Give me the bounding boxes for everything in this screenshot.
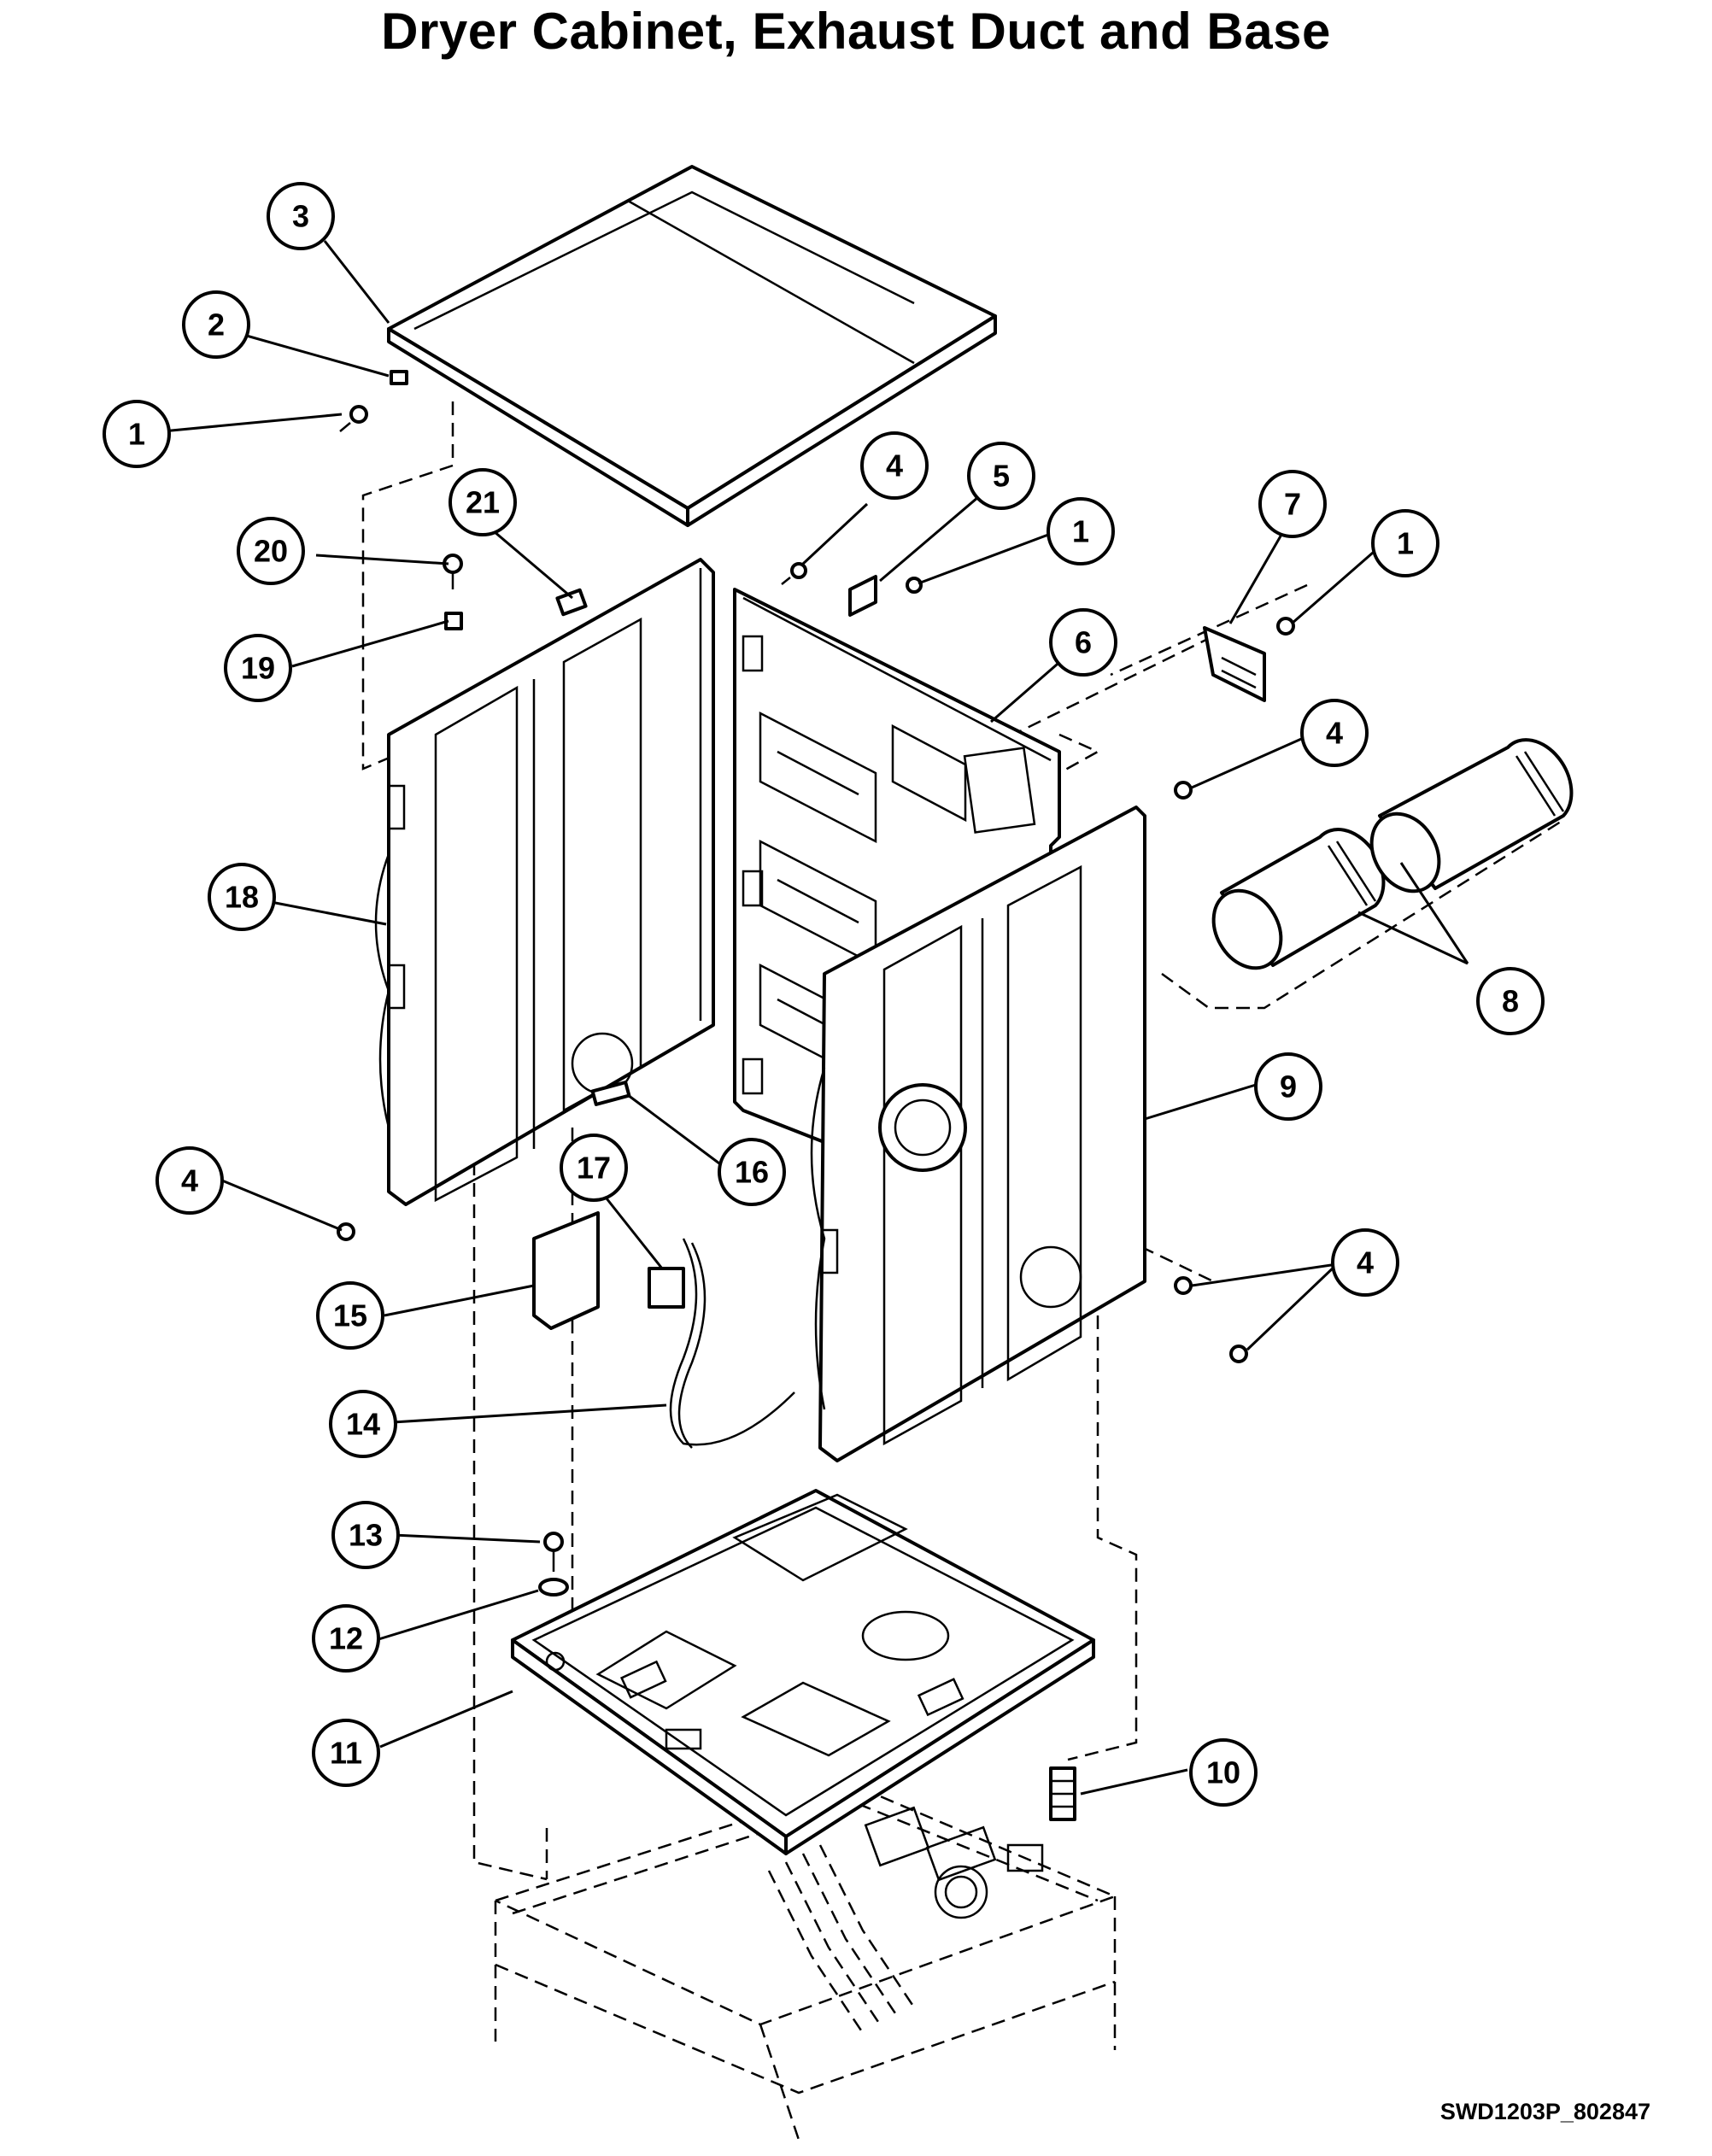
callout-21: 21 <box>449 468 517 536</box>
left-side-panel <box>374 558 715 1206</box>
exhaust-duct-pair <box>1211 738 1574 970</box>
callout-19: 19 <box>224 634 292 702</box>
svg-text:20: 20 <box>254 534 288 569</box>
svg-text:19: 19 <box>241 651 275 686</box>
callout-15: 15 <box>316 1281 384 1350</box>
svg-text:14: 14 <box>346 1407 380 1442</box>
document-code: SWD1203P_802847 <box>1439 2099 1650 2124</box>
callout-1-exhaust-cover: 1 <box>1371 509 1439 577</box>
svg-text:3: 3 <box>292 199 309 234</box>
base-frame <box>511 1489 1095 1855</box>
callout-8: 8 <box>1476 967 1545 1035</box>
callout-2: 2 <box>182 290 250 359</box>
svg-text:11: 11 <box>330 1736 362 1771</box>
svg-text:21: 21 <box>466 485 500 520</box>
callout-18: 18 <box>208 863 276 931</box>
svg-text:16: 16 <box>735 1155 769 1190</box>
svg-text:2: 2 <box>208 308 225 343</box>
screw-icon <box>443 554 463 589</box>
callouts: 1 1 1 2 3 4 4 4 <box>103 182 1545 1807</box>
callout-20: 20 <box>237 517 305 585</box>
svg-text:4: 4 <box>1326 716 1343 751</box>
callout-13: 13 <box>331 1501 400 1569</box>
svg-text:4: 4 <box>886 448 903 483</box>
pad-icon <box>555 588 588 617</box>
callout-11: 11 <box>312 1719 380 1787</box>
svg-text:13: 13 <box>349 1518 383 1553</box>
callout-1-top-left: 1 <box>103 400 171 468</box>
svg-text:4: 4 <box>1357 1245 1374 1280</box>
callout-16: 16 <box>718 1138 786 1206</box>
callout-4-right-upper: 4 <box>1300 699 1369 767</box>
screw-icon <box>781 562 807 585</box>
wire-harness-icon <box>669 1238 795 1446</box>
right-side-panel <box>810 806 1146 1462</box>
callout-1-rear: 1 <box>1047 497 1115 565</box>
screw-icon <box>1276 617 1295 636</box>
callout-12: 12 <box>312 1604 380 1673</box>
callout-4-top: 4 <box>860 431 929 500</box>
mounting-bracket-icon <box>532 1211 600 1330</box>
svg-text:9: 9 <box>1280 1069 1297 1104</box>
svg-text:15: 15 <box>333 1298 367 1333</box>
callout-4-right-lower: 4 <box>1331 1228 1399 1297</box>
screw-icon <box>337 1222 355 1241</box>
svg-text:12: 12 <box>329 1621 363 1656</box>
lower-cabinet-outline <box>494 1784 1118 2141</box>
screw-icon <box>543 1532 564 1572</box>
svg-text:10: 10 <box>1206 1755 1240 1790</box>
base-wiring-and-components <box>864 1806 1044 1919</box>
callout-5: 5 <box>967 442 1035 510</box>
screw-icon <box>906 577 923 594</box>
svg-text:8: 8 <box>1502 984 1519 1019</box>
callout-17: 17 <box>560 1134 628 1202</box>
washer-icon <box>538 1578 569 1596</box>
bracket-icon <box>848 575 877 617</box>
screw-icon <box>1229 1345 1248 1363</box>
page-title: Dryer Cabinet, Exhaust Duct and Base <box>381 3 1331 60</box>
callout-14: 14 <box>329 1390 397 1458</box>
svg-text:6: 6 <box>1075 625 1092 660</box>
screw-icon <box>1174 781 1193 800</box>
svg-text:1: 1 <box>1397 526 1414 561</box>
callout-10: 10 <box>1189 1738 1258 1807</box>
leader-lines <box>161 240 1469 1796</box>
clip-icon <box>390 370 408 385</box>
screw-icon <box>1174 1276 1193 1295</box>
svg-text:17: 17 <box>577 1151 611 1186</box>
callout-7: 7 <box>1258 470 1327 538</box>
terminal-block-icon <box>648 1267 685 1309</box>
top-panel <box>387 165 997 527</box>
callout-3: 3 <box>267 182 335 250</box>
svg-text:18: 18 <box>225 880 259 915</box>
callout-4-left-lower: 4 <box>155 1146 224 1215</box>
strip-icon <box>590 1081 631 1106</box>
screw-icon <box>339 405 368 432</box>
callout-9: 9 <box>1254 1052 1322 1121</box>
svg-text:4: 4 <box>181 1163 198 1198</box>
callout-6: 6 <box>1049 608 1117 677</box>
svg-text:1: 1 <box>1072 514 1089 549</box>
small-hardware-parts <box>337 370 1295 1821</box>
svg-text:7: 7 <box>1284 487 1301 522</box>
svg-text:1: 1 <box>128 417 145 452</box>
svg-text:5: 5 <box>993 459 1010 494</box>
